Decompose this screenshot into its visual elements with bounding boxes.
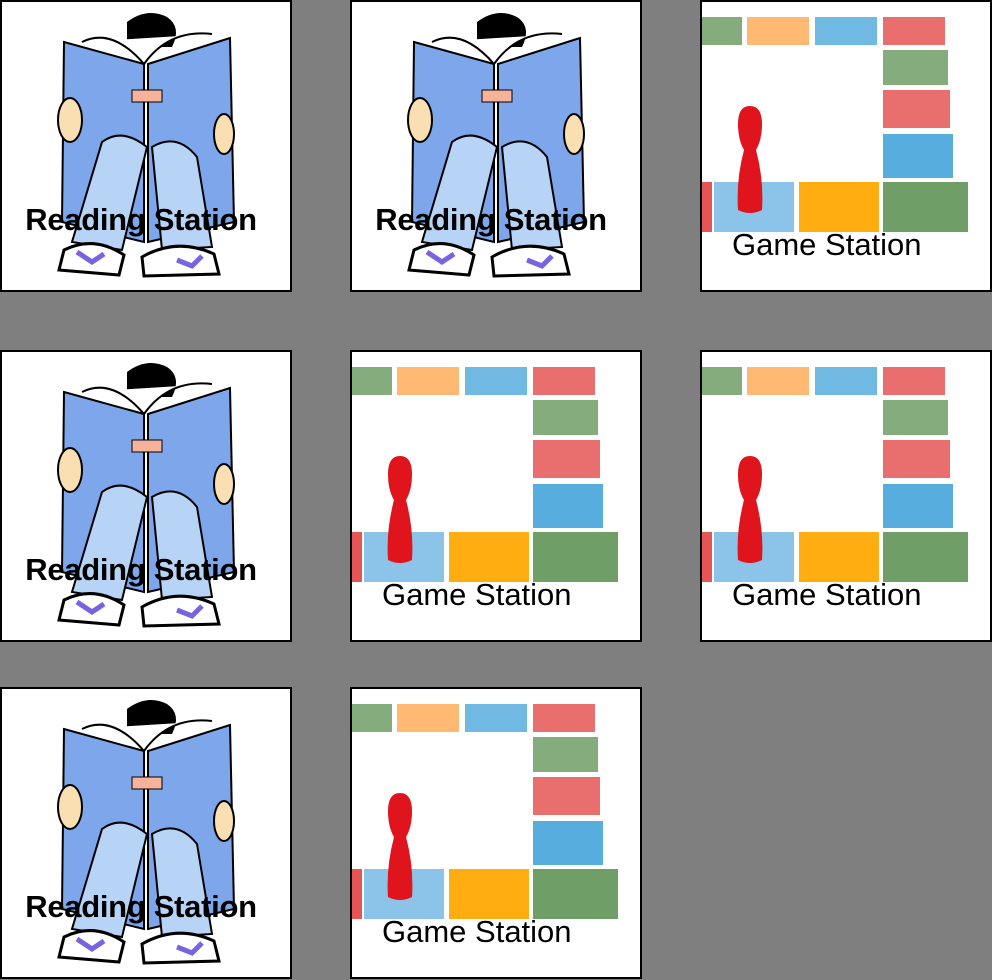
game-station-label: Game Station [732, 227, 922, 262]
reading-child-illustration [407, 13, 586, 278]
reading-station-card[interactable]: Reading Station [350, 0, 642, 292]
reading-station-label: Reading Station [25, 889, 257, 924]
game-board-illustration [352, 367, 618, 582]
reading-station-label: Reading Station [375, 202, 607, 237]
reading-station-card[interactable]: Reading Station [0, 0, 292, 292]
game-board-illustration [352, 704, 618, 919]
game-station-label: Game Station [732, 577, 922, 612]
game-station-card[interactable]: Game Station [350, 350, 642, 642]
reading-station-label: Reading Station [25, 202, 257, 237]
game-station-card[interactable]: Game Station [700, 0, 992, 292]
game-board-illustration [702, 367, 968, 582]
reading-child-illustration [57, 363, 236, 628]
game-board-illustration [702, 17, 968, 232]
reading-child-illustration [57, 13, 236, 278]
game-station-label: Game Station [382, 914, 572, 949]
game-station-label: Game Station [382, 577, 572, 612]
reading-station-card[interactable]: Reading Station [0, 350, 292, 642]
game-station-card[interactable]: Game Station [350, 687, 642, 979]
game-station-card[interactable]: Game Station [700, 350, 992, 642]
reading-child-illustration [57, 700, 236, 965]
reading-station-card[interactable]: Reading Station [0, 687, 292, 979]
reading-station-label: Reading Station [25, 552, 257, 587]
